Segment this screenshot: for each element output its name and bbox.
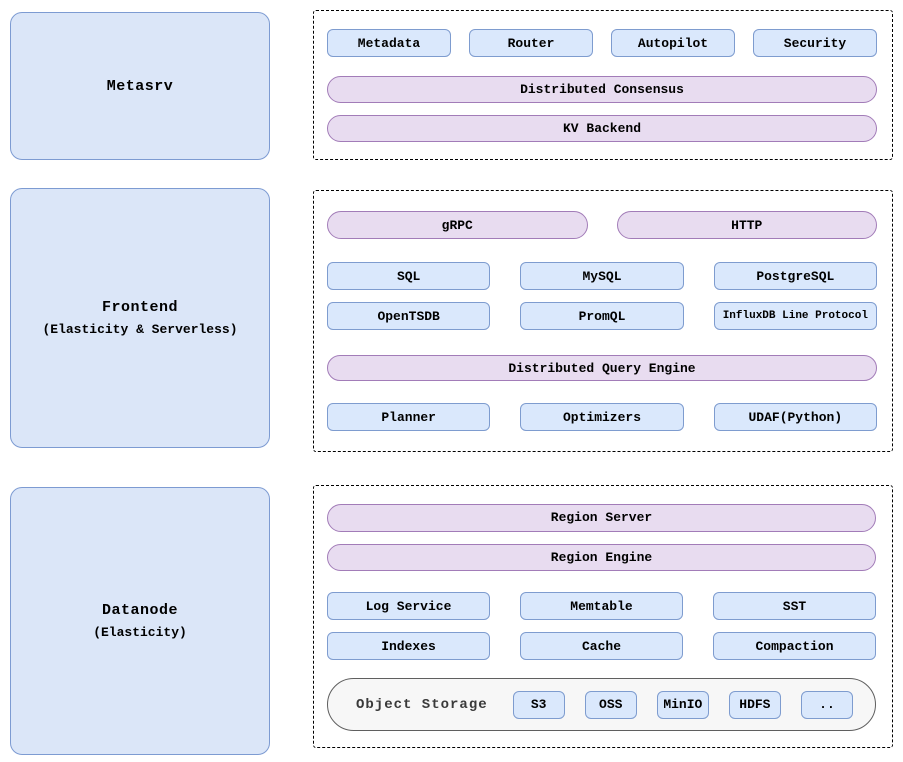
datanode-parts-row-1: Log Service Memtable SST bbox=[327, 592, 876, 620]
pill-grpc: gRPC bbox=[327, 211, 588, 239]
node-planner: Planner bbox=[327, 403, 491, 431]
frontend-api-row: gRPC HTTP bbox=[327, 211, 877, 239]
object-storage-options-row: S3 OSS MinIO HDFS .. bbox=[512, 690, 854, 719]
node-opentsdb: OpenTSDB bbox=[327, 302, 491, 330]
pill-region-engine: Region Engine bbox=[327, 543, 876, 571]
node-security: Security bbox=[753, 29, 877, 57]
datanode-subtitle: (Elasticity) bbox=[93, 625, 187, 640]
pill-kv-backend: KV Backend bbox=[327, 115, 877, 142]
node-promql: PromQL bbox=[520, 302, 684, 330]
object-storage-container: Object Storage S3 OSS MinIO HDFS .. bbox=[327, 678, 876, 731]
pill-distributed-query-engine: Distributed Query Engine bbox=[327, 355, 877, 381]
object-storage-label: Object Storage bbox=[356, 696, 488, 713]
frontend-protocols-row-2: OpenTSDB PromQL InfluxDB Line Protocol bbox=[327, 302, 877, 330]
pill-http: HTTP bbox=[616, 211, 877, 239]
node-compaction: Compaction bbox=[713, 632, 876, 660]
frontend-title: Frontend bbox=[101, 299, 178, 316]
node-influxdb-line-protocol: InfluxDB Line Protocol bbox=[713, 302, 877, 330]
node-oss: OSS bbox=[584, 690, 637, 719]
datanode-parts-row-2: Indexes Cache Compaction bbox=[327, 632, 876, 660]
node-s3: S3 bbox=[512, 690, 565, 719]
node-sst: SST bbox=[713, 592, 876, 620]
metasrv-section-box: Metasrv bbox=[10, 12, 270, 160]
metasrv-components-row: Metadata Router Autopilot Security bbox=[327, 29, 877, 57]
node-log-service: Log Service bbox=[327, 592, 490, 620]
metasrv-title: Metasrv bbox=[106, 77, 174, 95]
node-metadata: Metadata bbox=[327, 29, 451, 57]
datanode-group: Region Server Region Engine Log Service … bbox=[313, 485, 893, 748]
frontend-group: gRPC HTTP SQL MySQL PostgreSQL OpenTSDB … bbox=[313, 190, 893, 452]
node-other-storage: .. bbox=[800, 690, 854, 719]
node-indexes: Indexes bbox=[327, 632, 490, 660]
node-mysql: MySQL bbox=[520, 262, 684, 290]
node-minio: MinIO bbox=[656, 690, 709, 719]
node-postgresql: PostgreSQL bbox=[713, 262, 877, 290]
frontend-subtitle: (Elasticity & Serverless) bbox=[42, 322, 238, 337]
pill-region-server: Region Server bbox=[327, 504, 876, 532]
node-cache: Cache bbox=[520, 632, 683, 660]
node-autopilot: Autopilot bbox=[611, 29, 735, 57]
node-optimizers: Optimizers bbox=[520, 403, 684, 431]
node-udaf-python: UDAF(Python) bbox=[713, 403, 877, 431]
node-sql: SQL bbox=[327, 262, 491, 290]
frontend-engine-parts-row: Planner Optimizers UDAF(Python) bbox=[327, 403, 877, 431]
pill-distributed-consensus: Distributed Consensus bbox=[327, 76, 877, 103]
node-router: Router bbox=[469, 29, 593, 57]
node-hdfs: HDFS bbox=[728, 690, 781, 719]
datanode-section-box: Datanode (Elasticity) bbox=[10, 487, 270, 755]
metasrv-group: Metadata Router Autopilot Security Distr… bbox=[313, 10, 893, 160]
node-memtable: Memtable bbox=[520, 592, 683, 620]
datanode-title: Datanode bbox=[101, 602, 178, 619]
frontend-section-box: Frontend (Elasticity & Serverless) bbox=[10, 188, 270, 448]
frontend-protocols-row-1: SQL MySQL PostgreSQL bbox=[327, 262, 877, 290]
